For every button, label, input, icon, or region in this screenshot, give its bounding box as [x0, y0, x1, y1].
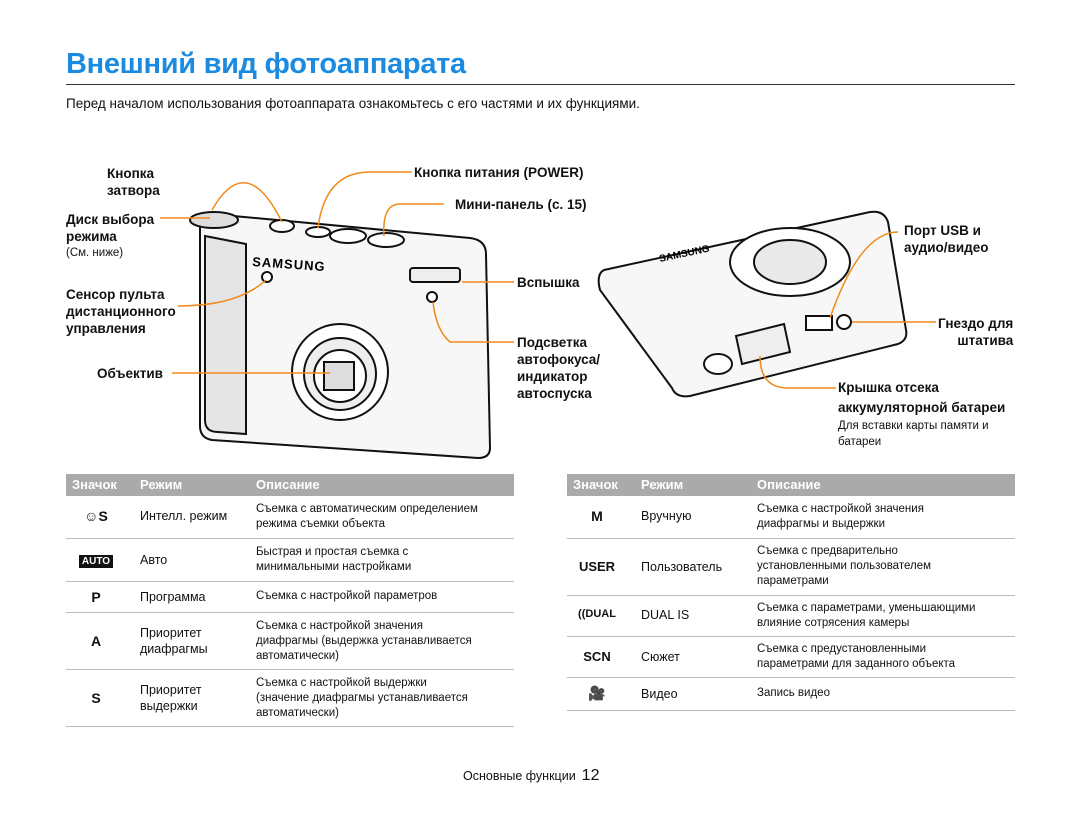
modes-table-left: Значок Режим Описание ☺S Интелл. режим С… — [66, 474, 514, 727]
back-camera-drawing — [597, 210, 908, 398]
mode-name: Программа — [140, 590, 206, 604]
front-callout-lines — [160, 171, 514, 374]
header-icon: Значок — [573, 477, 618, 492]
tripod-socket-label: Гнездо для штатива — [938, 316, 1014, 348]
table-row: S Приоритет выдержки Съемка с настройкой… — [66, 670, 514, 727]
battery-cover-note: Для вставки карты памяти и батареи — [838, 420, 989, 448]
page-footer: Основные функции 12 — [463, 767, 599, 785]
front-camera-drawing — [189, 211, 492, 460]
title-rule — [66, 84, 1015, 85]
header-mode: Режим — [140, 477, 183, 492]
mode-desc: Запись видео — [757, 687, 830, 699]
usb-port-label: Порт USB и аудио/видео — [904, 223, 989, 255]
mode-name: Приоритет диафрагмы — [140, 626, 208, 656]
table-row: 🎥 Видео Запись видео — [567, 678, 1015, 711]
scene-mode-icon: SCN — [583, 649, 611, 664]
intro-text: Перед началом использования фотоаппарата… — [66, 96, 640, 111]
video-mode-icon: 🎥 — [588, 685, 606, 701]
mode-desc: Съемка с настройкой выдержки (значение д… — [256, 677, 468, 719]
table-row: ((DUAL DUAL IS Съемка с параметрами, уме… — [567, 596, 1015, 637]
program-mode-icon: P — [91, 589, 101, 605]
mode-name: Вручную — [641, 509, 692, 523]
mode-desc: Съемка с настройкой значения диафрагмы и… — [757, 503, 924, 530]
header-desc: Описание — [757, 477, 821, 492]
mode-name: Интелл. режим — [140, 509, 228, 523]
mode-name: Приоритет выдержки — [140, 683, 202, 713]
remote-sensor-label: Сенсор пульта дистанционного управления — [66, 287, 176, 336]
power-button-label: Кнопка питания (POWER) — [414, 165, 584, 180]
mini-panel-label: Мини-панель (с. 15) — [455, 197, 587, 212]
mode-desc: Съемка с настройкой значения диафрагмы (… — [256, 620, 472, 662]
mode-desc: Быстрая и простая съемка с минимальными … — [256, 546, 412, 573]
battery-cover-label: Крышка отсека аккумуляторной батареи — [838, 380, 1006, 415]
table-row: A Приоритет диафрагмы Съемка с настройко… — [66, 613, 514, 670]
shutter-label: Кнопка затвора — [107, 166, 160, 198]
table-row: M Вручную Съемка с настройкой значения д… — [567, 496, 1015, 539]
aperture-priority-icon: A — [90, 633, 102, 649]
shutter-priority-icon: S — [91, 690, 101, 706]
table-row: USER Пользователь Съемка с предварительн… — [567, 539, 1015, 596]
header-desc: Описание — [256, 477, 320, 492]
mode-dial-note: (См. ниже) — [66, 247, 124, 259]
table-row: SCN Сюжет Съемка с предустановленными па… — [567, 637, 1015, 678]
mode-dial-label: Диск выбора режима — [66, 212, 155, 244]
mode-desc: Съемка с автоматическим определением реж… — [256, 503, 478, 530]
mode-name: Пользователь — [641, 560, 723, 574]
page-title: Внешний вид фотоаппарата — [66, 48, 466, 80]
table-row: ☺S Интелл. режим Съемка с автоматическим… — [66, 496, 514, 539]
user-mode-icon: USER — [578, 559, 616, 574]
table-header: Значок Режим Описание — [66, 474, 514, 496]
lens-label: Объектив — [97, 366, 163, 381]
mode-name: DUAL IS — [641, 608, 690, 622]
table-row: P Программа Съемка с настройкой параметр… — [66, 582, 514, 613]
camera-illustrations: SAMSUNG SAMSUNG — [160, 171, 936, 460]
mode-desc: Съемка с настройкой параметров — [256, 590, 438, 602]
footer-section: Основные функции — [463, 769, 576, 783]
auto-mode-icon: AUTO — [66, 551, 126, 568]
header-icon: Значок — [72, 477, 117, 492]
modes-table-right: Значок Режим Описание M Вручную Съемка с… — [567, 474, 1015, 711]
smart-mode-icon: ☺S — [84, 508, 108, 524]
mode-desc: Съемка с предустановленными параметрами … — [757, 643, 956, 670]
mode-name: Сюжет — [641, 650, 680, 664]
mode-name: Видео — [641, 687, 678, 701]
dual-is-icon: ((DUAL — [578, 608, 616, 620]
header-mode: Режим — [641, 477, 684, 492]
manual-mode-icon: M — [591, 508, 603, 524]
table-header: Значок Режим Описание — [567, 474, 1015, 496]
front-brand-logo: SAMSUNG — [252, 254, 326, 274]
mode-name: Авто — [140, 553, 168, 567]
table-row: AUTO Авто Быстрая и простая съемка с мин… — [66, 539, 514, 582]
mode-desc: Съемка с параметрами, уменьшающими влиян… — [757, 602, 976, 629]
mode-desc: Съемка с предварительно установленными п… — [757, 545, 931, 587]
back-callout-lines — [759, 231, 936, 389]
flash-label: Вспышка — [517, 275, 580, 290]
page-number: 12 — [581, 767, 600, 784]
af-lamp-label: Подсветка автофокуса/ индикатор автоспус… — [517, 335, 601, 401]
